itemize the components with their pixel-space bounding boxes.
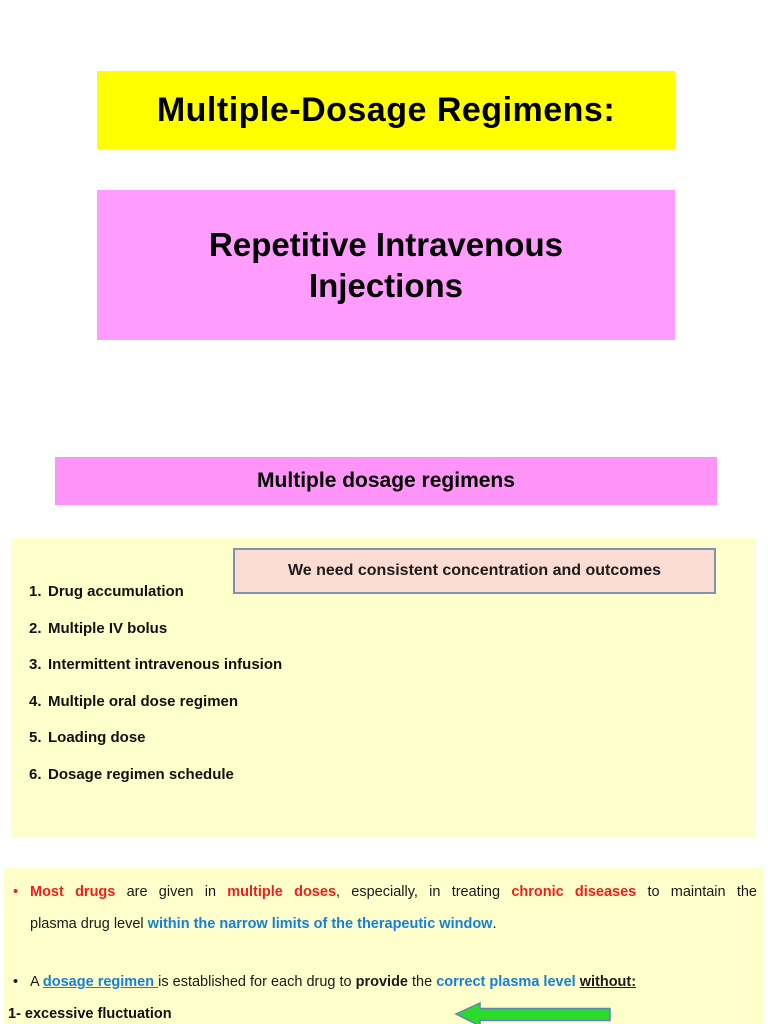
list-item-number: 3. — [29, 656, 42, 673]
paragraph-line1: Most drugs are given in multiple doses, … — [30, 876, 757, 908]
list-item-label: Drug accumulation — [48, 583, 184, 600]
callout-box: We need consistent concentration and out… — [233, 548, 716, 594]
list-item-label: Multiple IV bolus — [48, 619, 168, 637]
bullet-icon: • — [13, 974, 19, 990]
list-item: 6. Dosage regimen schedule — [18, 766, 282, 784]
list-item-number: 6. — [29, 765, 42, 783]
text-segment: . — [492, 916, 497, 932]
list-item-label: Loading dose — [48, 729, 146, 746]
emphasis-chronic-diseases: chronic diseases — [511, 884, 637, 900]
subtitle-line1: Repetitive Intravenous — [209, 226, 563, 263]
emphasis-correct-plasma-level: correct plasma level — [436, 974, 576, 990]
list-item-label: Intermittent intravenous infusion — [48, 656, 283, 673]
paragraph-dosage-regimen: • A dosage regimen is established for ea… — [4, 966, 763, 998]
point-excessive-fluctuation: 1- excessive fluctuation — [8, 1006, 172, 1022]
text-segment: A — [30, 974, 43, 990]
subtitle-box: Repetitive Intravenous Injections — [97, 190, 675, 340]
dosage-regimen-link[interactable]: dosage regimen — [42, 974, 159, 990]
left-arrow-icon — [450, 1001, 615, 1024]
emphasis-most-drugs: Most drugs — [30, 884, 116, 900]
text-segment: the — [408, 974, 437, 990]
paragraph-text: Most drugs are given in multiple doses, … — [30, 876, 757, 940]
list-item-number: 5. — [29, 729, 42, 746]
list-item: 4. Multiple oral dose regimen — [18, 693, 282, 711]
section-banner: Multiple dosage regimens — [55, 457, 717, 505]
callout-text: We need consistent concentration and out… — [287, 562, 662, 579]
section-banner-text: Multiple dosage regimens — [257, 469, 515, 492]
paragraph-most-drugs: • Most drugs are given in multiple doses… — [4, 868, 763, 940]
overview-panel: We need consistent concentration and out… — [11, 538, 756, 837]
list-item: 3. Intermittent intravenous infusion — [18, 656, 282, 674]
list-item-number: 2. — [29, 619, 42, 637]
text-segment: is established for each drug to — [158, 974, 356, 990]
paragraph-line2: plasma drug level within the narrow limi… — [30, 908, 757, 940]
list-item: 2. Multiple IV bolus — [18, 620, 282, 638]
emphasis-provide: provide — [355, 974, 408, 990]
bullet-icon: • — [13, 884, 19, 900]
text-segment: plasma drug level — [30, 916, 148, 932]
text-segment: , especially, in treating — [336, 884, 512, 900]
title-text: Multiple-Dosage Regimens: — [156, 90, 616, 129]
body-panel: • Most drugs are given in multiple doses… — [4, 868, 763, 1024]
list-item-number: 4. — [29, 692, 42, 710]
text-segment: are given in — [115, 884, 228, 900]
paragraph-text: A dosage regimen is established for each… — [30, 966, 750, 998]
list-item-label: Dosage regimen schedule — [48, 765, 234, 783]
emphasis-therapeutic-window: within the narrow limits of the therapeu… — [147, 916, 493, 932]
title-banner: Multiple-Dosage Regimens: — [97, 71, 675, 149]
list-item: 1. Drug accumulation — [18, 583, 282, 601]
list-item-number: 1. — [29, 583, 42, 600]
emphasis-without: without: — [579, 974, 637, 990]
topics-list: 1. Drug accumulation 2. Multiple IV bolu… — [18, 583, 282, 784]
subtitle-line2: Injections — [308, 267, 464, 304]
list-item-label: Multiple oral dose regimen — [48, 692, 239, 710]
emphasis-multiple-doses: multiple doses — [227, 884, 337, 900]
list-item: 5. Loading dose — [18, 729, 282, 747]
text-segment: to maintain the — [636, 884, 757, 900]
